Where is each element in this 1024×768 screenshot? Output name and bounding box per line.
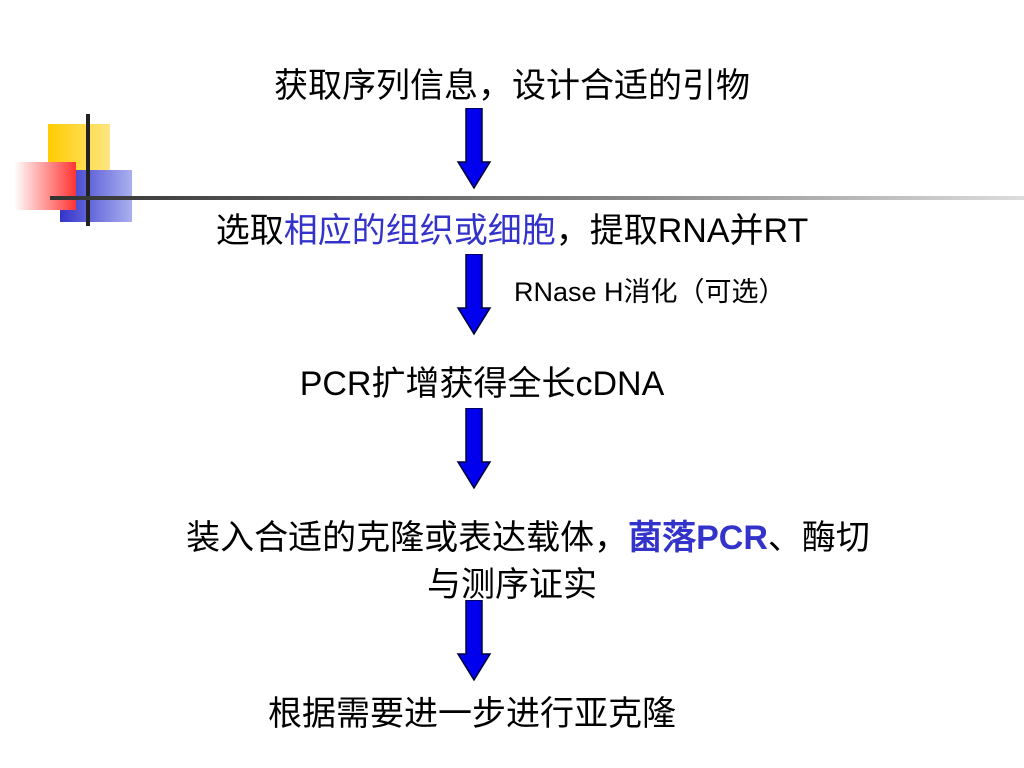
step-2-latin1: RNA bbox=[657, 212, 730, 250]
step-4-highlight: 菌落 bbox=[628, 518, 697, 558]
down-arrow-icon bbox=[456, 254, 492, 336]
step-4-highlight-latin: PCR bbox=[696, 519, 768, 557]
step-3-latin1: PCR bbox=[299, 365, 372, 403]
step-1-label: 获取序列信息，设计合适的引物 bbox=[0, 66, 1024, 106]
step-2-latin2: RT bbox=[763, 212, 809, 250]
step-5-text: 根据需要进一步进行亚克隆 bbox=[268, 694, 676, 734]
down-arrow-icon bbox=[456, 408, 492, 490]
step-2-part3: 并 bbox=[729, 211, 764, 251]
step-5-label: 根据需要进一步进行亚克隆 bbox=[0, 694, 984, 734]
side-note-text: 消化（可选） bbox=[623, 277, 786, 308]
step-1-text: 获取序列信息，设计合适的引物 bbox=[274, 66, 750, 106]
step-2-label: 选取相应的组织或细胞，提取RNA并RT bbox=[0, 211, 1024, 251]
down-arrow-icon bbox=[456, 600, 492, 682]
step-3-label: PCR扩增获得全长cDNA bbox=[0, 364, 994, 404]
step-2-part1: 选取 bbox=[215, 211, 284, 251]
side-note-latin: RNase H bbox=[514, 277, 624, 307]
step-3-part1: 扩增获得全长 bbox=[371, 364, 576, 404]
step-2-part2: ，提取 bbox=[555, 211, 658, 251]
decorative-squares-icon bbox=[0, 100, 1024, 240]
step-4-part2: 、酶切 bbox=[767, 518, 870, 558]
step-4-line2: 与测序证实 bbox=[0, 565, 1024, 605]
down-arrow-icon bbox=[456, 108, 492, 190]
step-2-highlight: 相应的组织或细胞 bbox=[283, 211, 556, 251]
step-4-part1: 装入合适的克隆或表达载体， bbox=[186, 518, 629, 558]
step-4-label: 装入合适的克隆或表达载体，菌落PCR、酶切 bbox=[16, 518, 1024, 558]
step-3-latin2: cDNA bbox=[575, 365, 665, 403]
step-4-line2-text: 与测序证实 bbox=[427, 565, 597, 605]
side-note: RNase H消化（可选） bbox=[514, 276, 786, 309]
